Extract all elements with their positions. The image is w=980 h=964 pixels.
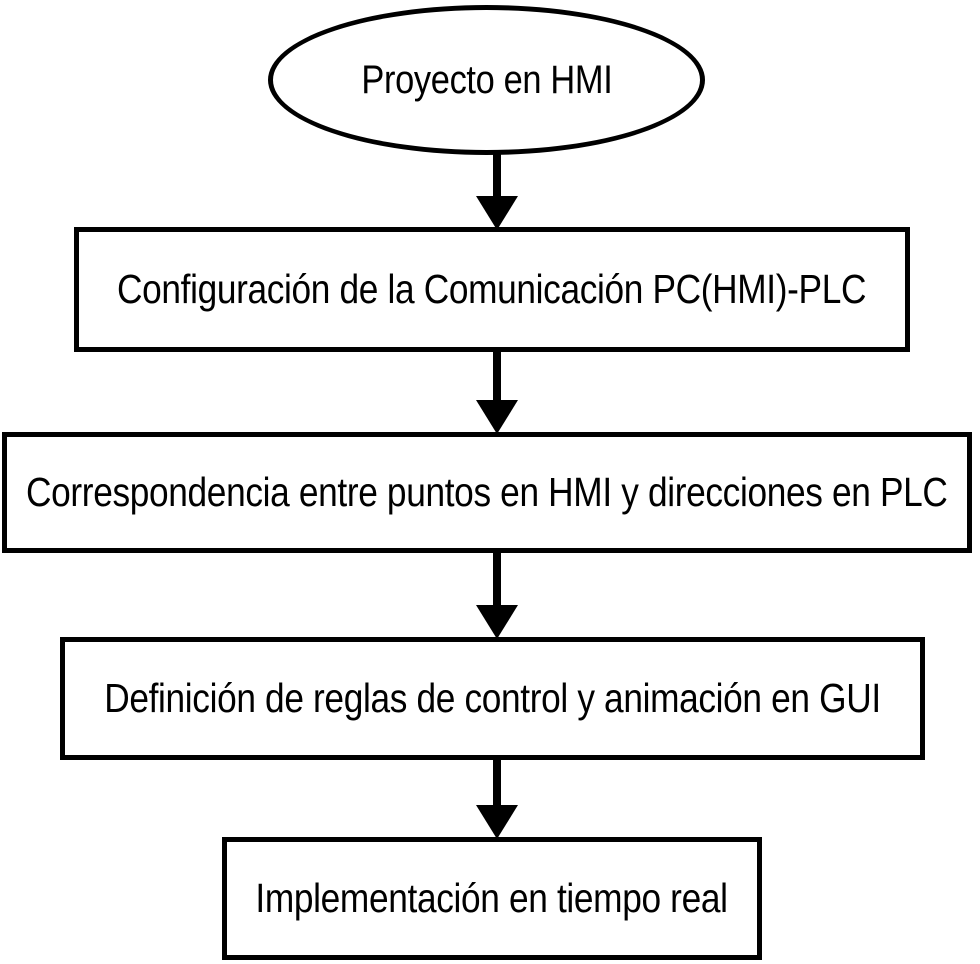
flow-arrow-config-to-mapping [476,350,518,434]
flow-node-mapping-label: Correspondencia entre puntos en HMI y di… [26,468,948,515]
flow-node-start-label: Proyecto en HMI [360,58,613,102]
arrow-head-icon [476,196,518,230]
flow-node-rules-label: Definición de reglas de control y animac… [104,674,881,721]
flow-arrow-mapping-to-rules [476,551,518,639]
flow-node-mapping[interactable]: Correspondencia entre puntos en HMI y di… [2,432,972,553]
arrow-stem [493,551,501,607]
arrow-head-icon [476,805,518,839]
flow-arrow-start-to-config [476,152,518,230]
flow-node-rules[interactable]: Definición de reglas de control y animac… [60,637,925,760]
flow-node-start[interactable]: Proyecto en HMI [268,5,705,155]
arrow-stem [493,758,501,807]
flow-node-impl[interactable]: Implementación en tiempo real [222,837,762,960]
arrow-stem [493,350,501,402]
flow-node-config-label: Configuración de la Comunicación PC(HMI)… [117,265,867,312]
arrow-head-icon [476,605,518,639]
flow-node-config[interactable]: Configuración de la Comunicación PC(HMI)… [74,227,910,352]
flow-node-impl-label: Implementación en tiempo real [255,874,729,921]
arrow-stem [493,152,501,198]
arrow-head-icon [476,400,518,434]
flow-arrow-rules-to-impl [476,758,518,839]
